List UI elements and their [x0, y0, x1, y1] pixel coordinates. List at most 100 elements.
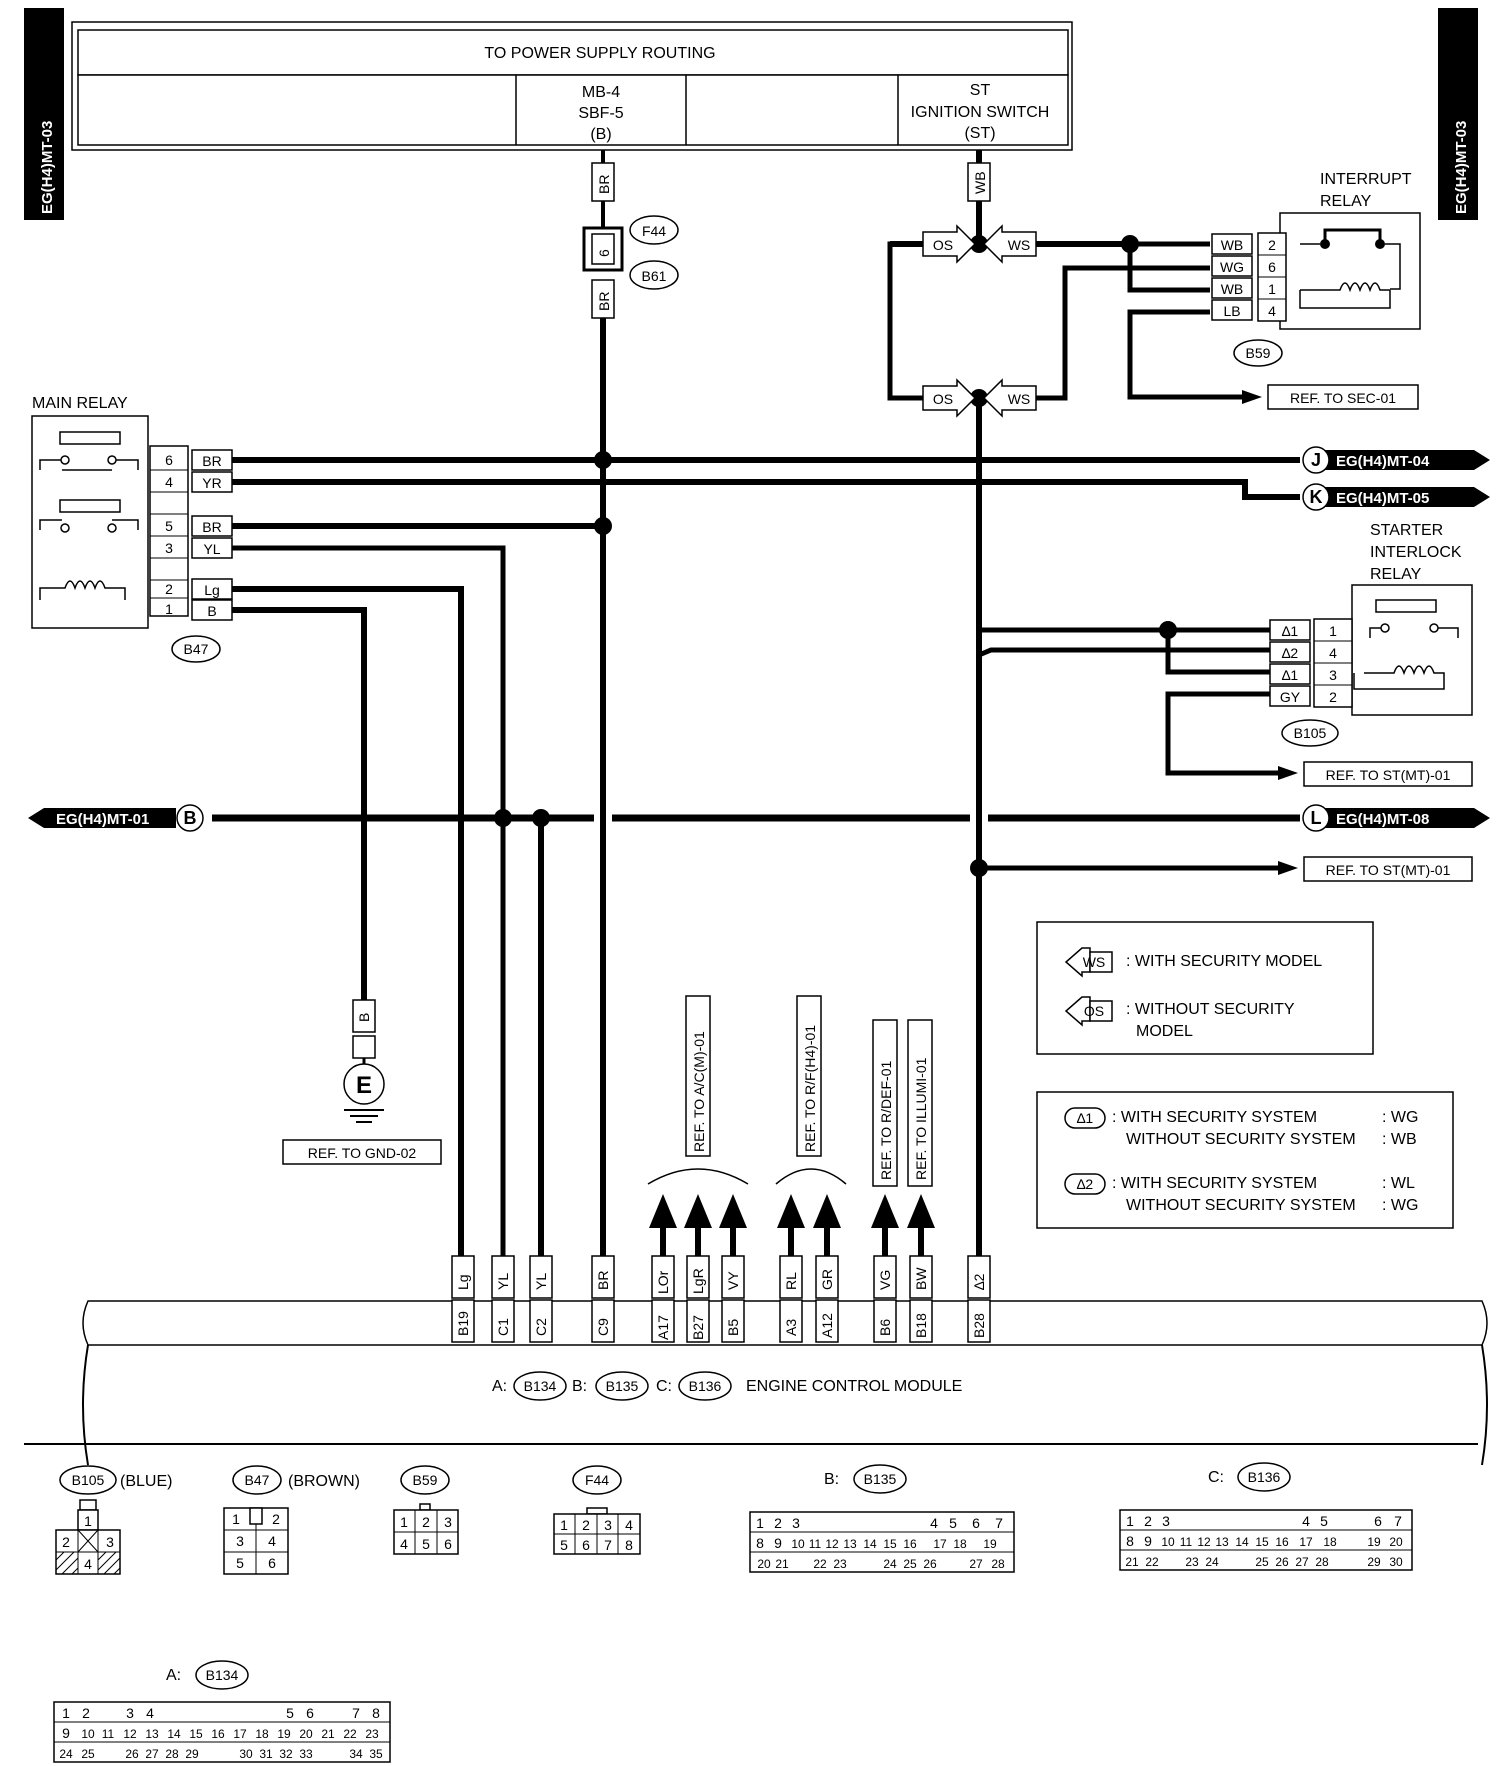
- svg-text:: WG: : WG: [1382, 1109, 1418, 1126]
- conn-view-b135: B: B135 1 2 3 4 5 6 7 8 9 10 11 12 13 14…: [749, 1464, 1015, 1573]
- conn-view-b134: A: B134 1 2 3 4 5 6 7 8 9 10 11 12 13 14…: [53, 1660, 391, 1763]
- svg-text:25: 25: [81, 1747, 95, 1761]
- svg-text:B105: B105: [1294, 725, 1327, 741]
- svg-text:B59: B59: [413, 1472, 438, 1488]
- svg-text:F44: F44: [585, 1472, 609, 1488]
- svg-text:MODEL: MODEL: [1136, 1023, 1193, 1040]
- page-tag-left: EG(H4)MT-03: [24, 8, 64, 220]
- svg-text:BR: BR: [596, 292, 612, 311]
- svg-text:3: 3: [236, 1533, 244, 1549]
- svg-text:B61: B61: [642, 268, 667, 284]
- svg-text:BR: BR: [202, 453, 221, 469]
- svg-text:B: B: [207, 603, 216, 619]
- ref-sec-01: REF. TO SEC-01: [1242, 384, 1419, 410]
- svg-text:2: 2: [165, 581, 173, 597]
- svg-text:6: 6: [268, 1555, 276, 1571]
- svg-text:14: 14: [863, 1537, 877, 1551]
- interrupt-relay: INTERRUPT RELAY 2 6 1 4 WB WG WB LB B59: [1211, 171, 1421, 367]
- svg-text:B136: B136: [689, 1378, 722, 1394]
- svg-text:6: 6: [596, 249, 612, 257]
- conn-view-b105: B105 (BLUE) 1 2 3 4: [55, 1465, 172, 1575]
- svg-text:12: 12: [1197, 1535, 1211, 1549]
- svg-text:4: 4: [1268, 303, 1276, 319]
- svg-text:6: 6: [1374, 1513, 1382, 1529]
- svg-text:YL: YL: [533, 1273, 549, 1290]
- svg-text:2: 2: [422, 1514, 430, 1530]
- svg-text:28: 28: [1315, 1555, 1329, 1569]
- svg-text:31: 31: [259, 1747, 273, 1761]
- main-relay: MAIN RELAY 6 4 5 3 2 1 BR YR BR YL L: [31, 395, 233, 663]
- svg-text:3: 3: [444, 1514, 452, 1530]
- svg-text:VY: VY: [725, 1271, 741, 1290]
- svg-text:7: 7: [352, 1705, 360, 1721]
- svg-text:23: 23: [1185, 1555, 1199, 1569]
- svg-text:13: 13: [1215, 1535, 1229, 1549]
- svg-text:WG: WG: [1220, 259, 1244, 275]
- svg-text:LB: LB: [1223, 303, 1240, 319]
- svg-text:15: 15: [1255, 1535, 1269, 1549]
- svg-text:3: 3: [165, 540, 173, 556]
- ecm-terminal-c2: YL C2: [529, 1255, 553, 1343]
- svg-text:6: 6: [165, 452, 173, 468]
- svg-text:REF. TO ILLUMI-01: REF. TO ILLUMI-01: [913, 1057, 929, 1180]
- svg-text:(B): (B): [590, 126, 611, 143]
- svg-text:WS: WS: [1008, 237, 1031, 253]
- svg-text:C2: C2: [533, 1318, 549, 1336]
- svg-text:REF. TO R/F(H4)-01: REF. TO R/F(H4)-01: [802, 1025, 818, 1152]
- ecm-terminal-a3: RL A3: [779, 1255, 803, 1343]
- svg-text:2: 2: [1268, 237, 1276, 253]
- wb-wire-label: WB: [967, 162, 991, 202]
- svg-text:BR: BR: [595, 1271, 611, 1290]
- svg-text:WB: WB: [1221, 237, 1244, 253]
- svg-text:4: 4: [1329, 645, 1337, 661]
- power-supply-title: TO POWER SUPPLY ROUTING: [484, 45, 715, 62]
- svg-text:18: 18: [953, 1537, 967, 1551]
- svg-text:RL: RL: [783, 1272, 799, 1290]
- svg-text:3: 3: [1329, 667, 1337, 683]
- svg-text:9: 9: [1144, 1533, 1152, 1549]
- svg-text:1: 1: [232, 1511, 240, 1527]
- svg-text:C1: C1: [495, 1318, 511, 1336]
- svg-text:REF. TO R/DEF-01: REF. TO R/DEF-01: [878, 1060, 894, 1180]
- svg-text:: WITH SECURITY SYSTEM: : WITH SECURITY SYSTEM: [1112, 1109, 1317, 1126]
- svg-text:Lg: Lg: [455, 1274, 471, 1290]
- svg-text:: WB: : WB: [1382, 1131, 1417, 1148]
- svg-text:15: 15: [883, 1537, 897, 1551]
- svg-text:16: 16: [903, 1537, 917, 1551]
- svg-text:5: 5: [422, 1536, 430, 1552]
- br-wire-label: BR: [591, 162, 615, 202]
- svg-text:23: 23: [833, 1557, 847, 1571]
- wires: [212, 150, 1300, 1280]
- svg-text:8: 8: [372, 1705, 380, 1721]
- svg-text:8: 8: [625, 1537, 633, 1553]
- svg-text:5: 5: [165, 518, 173, 534]
- svg-text:1: 1: [560, 1517, 568, 1533]
- starter-interlock-relay: STARTER INTERLOCK RELAY 1 4 3 2 ∆1 ∆2 ∆1…: [1269, 522, 1473, 747]
- svg-text:OS: OS: [933, 391, 953, 407]
- svg-text:29: 29: [1367, 1555, 1381, 1569]
- svg-text:EG(H4)MT-05: EG(H4)MT-05: [1336, 490, 1429, 507]
- svg-text:(BLUE): (BLUE): [120, 1473, 172, 1490]
- svg-text:34: 34: [349, 1747, 363, 1761]
- svg-text:22: 22: [813, 1557, 827, 1571]
- svg-text:Lg: Lg: [204, 582, 220, 598]
- svg-text:25: 25: [903, 1557, 917, 1571]
- svg-text:J: J: [1311, 450, 1321, 470]
- svg-text:10: 10: [1161, 1535, 1175, 1549]
- svg-text:B134: B134: [524, 1378, 557, 1394]
- svg-text:B: B: [356, 1013, 372, 1022]
- legend-security-model: WS : WITH SECURITY MODEL OS : WITHOUT SE…: [1036, 921, 1374, 1055]
- svg-text:LgR: LgR: [690, 1268, 706, 1294]
- svg-text:STARTER: STARTER: [1370, 522, 1443, 539]
- svg-text:YR: YR: [202, 475, 221, 491]
- svg-text:∆1: ∆1: [1282, 667, 1299, 683]
- svg-text:RELAY: RELAY: [1370, 566, 1422, 583]
- svg-text:2: 2: [774, 1515, 782, 1531]
- svg-text:GY: GY: [1280, 689, 1301, 705]
- svg-text:17: 17: [933, 1537, 947, 1551]
- svg-text:EG(H4)MT-08: EG(H4)MT-08: [1336, 811, 1429, 828]
- svg-text:22: 22: [343, 1727, 357, 1741]
- svg-text:1: 1: [165, 601, 173, 617]
- svg-text:B134: B134: [206, 1667, 239, 1683]
- svg-text:REF. TO ST(MT)-01: REF. TO ST(MT)-01: [1326, 767, 1451, 783]
